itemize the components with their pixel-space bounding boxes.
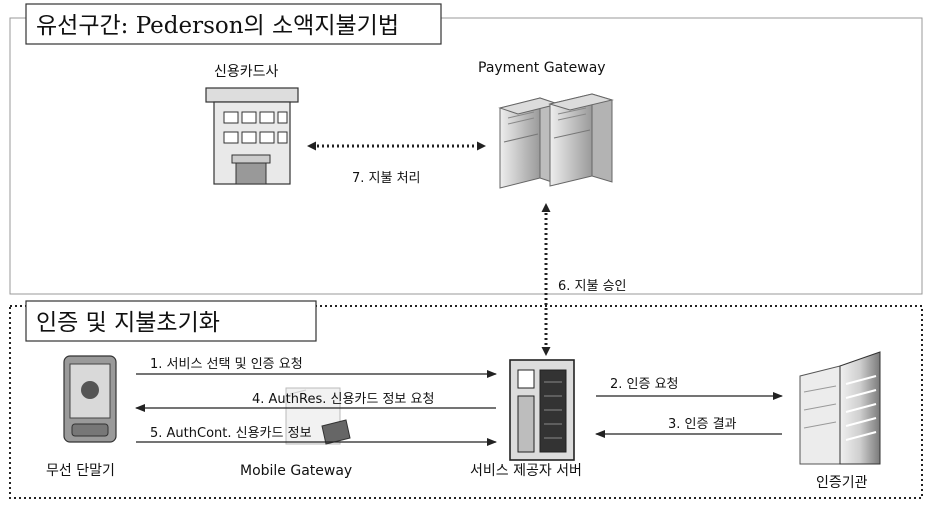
payment-gateway-label: Payment Gateway xyxy=(478,60,606,76)
mobile-gateway-label: Mobile Gateway xyxy=(240,463,352,479)
service-provider-label: 서비스 제공자 서버 xyxy=(470,463,582,479)
card-company-label: 신용카드사 xyxy=(214,64,279,80)
service-provider-server-icon xyxy=(509,359,575,461)
payment-gateway-server-icon xyxy=(498,93,614,189)
wireless-terminal-label: 무선 단말기 xyxy=(46,463,115,479)
card-company-building-icon xyxy=(205,87,299,185)
step4-label: 4. AuthRes. 신용카드 정보 요청 xyxy=(252,392,434,407)
auth-section-title: 인증 및 지불초기화 xyxy=(36,310,220,336)
wired-section-title-box xyxy=(25,3,442,45)
wireless-terminal-icon xyxy=(63,355,117,443)
step2-label: 2. 인증 요청 xyxy=(610,377,679,392)
mobile-gateway-icon xyxy=(285,387,351,445)
auth-section-title-box xyxy=(25,300,317,342)
wired-section-title: 유선구간: Pederson의 소액지불기법 xyxy=(36,13,399,39)
step3-label: 3. 인증 결과 xyxy=(668,417,737,432)
step1-label: 1. 서비스 선택 및 인증 요청 xyxy=(150,357,303,372)
auth-section-frame xyxy=(9,305,923,499)
step6-label: 6. 지불 승인 xyxy=(558,279,627,294)
step5-label: 5. AuthCont. 신용카드 정보 xyxy=(150,426,312,441)
auth-agency-label: 인증기관 xyxy=(816,475,868,491)
step7-label: 7. 지불 처리 xyxy=(352,171,421,186)
auth-agency-building-icon xyxy=(799,351,881,465)
wired-section-frame xyxy=(9,17,923,295)
